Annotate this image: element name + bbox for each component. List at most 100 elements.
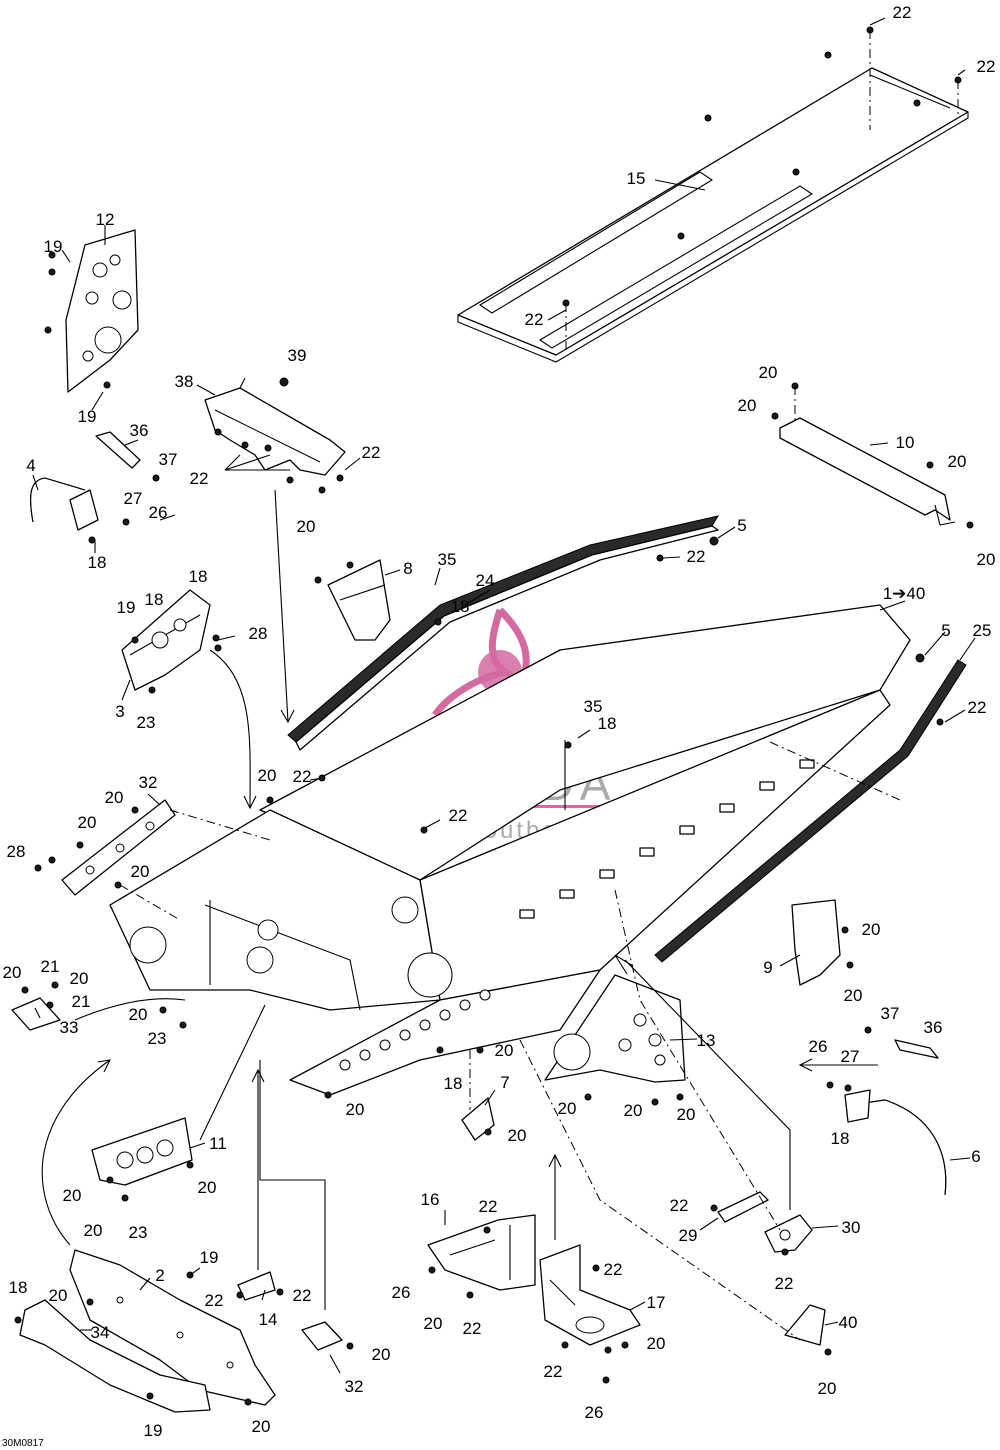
part-4-handle <box>30 431 141 531</box>
callout-label: 5 <box>941 621 950 640</box>
callout-label: 21 <box>41 957 60 976</box>
callout-label: 22 <box>362 443 381 462</box>
callout-label: 22 <box>544 1362 563 1381</box>
part-12-bracket <box>65 229 139 393</box>
callout-label: 11 <box>209 1134 227 1153</box>
callout-label: 26 <box>149 503 168 522</box>
callout-label: 21 <box>72 992 91 1011</box>
callout-label: 33 <box>60 1018 79 1037</box>
callout-label: 27 <box>124 489 143 508</box>
callout-label: 38 <box>175 372 194 391</box>
callout-label: 18 <box>831 1129 850 1148</box>
part-40-bracket <box>784 1304 826 1346</box>
callout-label: 26 <box>585 1403 604 1422</box>
callout-label: 20 <box>258 766 277 785</box>
part-30-bracket <box>764 1214 813 1253</box>
callout-label: 20 <box>677 1105 696 1124</box>
callout-label: 37 <box>159 450 178 469</box>
callout-label: 14 <box>259 1310 278 1329</box>
callout-label: 20 <box>647 1334 666 1353</box>
callout-label: 28 <box>7 842 26 861</box>
callout-label: 20 <box>558 1099 577 1118</box>
callout-label: 32 <box>139 773 158 792</box>
callout-label: 10 <box>896 433 915 452</box>
callout-label: 23 <box>129 1223 148 1242</box>
callout-label: 20 <box>252 1417 271 1436</box>
callout-label: 22 <box>687 547 706 566</box>
callout-label: 20 <box>948 452 967 471</box>
callout-label: 20 <box>862 920 881 939</box>
callout-label: 20 <box>129 1005 148 1024</box>
callout-label: 20 <box>63 1186 82 1205</box>
part-6-handle <box>844 1039 947 1196</box>
part-10-bracket <box>779 417 956 526</box>
callout-label: 28 <box>249 624 268 643</box>
part-3-bracket <box>121 589 211 691</box>
callout-label: 17 <box>647 1293 666 1312</box>
part-34-member <box>19 1299 211 1413</box>
callout-label: 22 <box>670 1196 689 1215</box>
fasteners <box>14 26 974 1406</box>
callout-label: 20 <box>49 1286 68 1305</box>
part-32-lower-bracket <box>301 1321 343 1351</box>
callout-label: 30 <box>842 1218 861 1237</box>
callout-label: 20 <box>495 1041 514 1060</box>
callout-label: 26 <box>809 1037 828 1056</box>
callout-label: 20 <box>624 1101 643 1120</box>
callout-label: 34 <box>91 1323 110 1342</box>
callout-label: 23 <box>137 713 156 732</box>
callout-label: 19 <box>200 1248 219 1267</box>
callout-label: 22 <box>479 1197 498 1216</box>
callout-label: 9 <box>763 958 772 977</box>
part-14-bracket <box>237 1271 276 1301</box>
assembly-lines <box>41 30 959 1341</box>
callout-label: 8 <box>403 559 412 578</box>
callout-label: 35 <box>438 550 457 569</box>
callout-label: 27 <box>841 1047 860 1066</box>
callout-labels: 22 22 15 22 12 19 19 39 38 22 22 20 20 1… <box>3 3 996 1440</box>
callout-label: 22 <box>977 57 996 76</box>
footrest-holes <box>339 989 491 1071</box>
callout-label: 39 <box>288 346 307 365</box>
callout-label: 23 <box>148 1029 167 1048</box>
part-38-support <box>204 377 346 476</box>
callout-label: 36 <box>130 421 149 440</box>
callout-label: 20 <box>3 963 22 982</box>
part-32-bracket <box>61 799 176 896</box>
callout-label: 22 <box>604 1260 623 1279</box>
callout-label: 35 <box>584 697 603 716</box>
part-15-plate <box>457 67 969 363</box>
callout-label: 22 <box>205 1291 224 1310</box>
callout-label: 40 <box>839 1313 858 1332</box>
callout-label: 20 <box>977 550 996 569</box>
callout-label: 36 <box>924 1018 943 1037</box>
callout-label: 20 <box>84 1221 103 1240</box>
part-9-bracket <box>791 899 841 986</box>
callout-label: 20 <box>70 969 89 988</box>
callout-label: 32 <box>345 1377 364 1396</box>
part-1-frame <box>109 604 911 1096</box>
callout-label: 20 <box>424 1314 443 1333</box>
callout-label: 18 <box>189 567 208 586</box>
part-17-bracket <box>539 1244 641 1346</box>
callout-label: 7 <box>500 1073 509 1092</box>
tunnel-vent-slots <box>519 759 815 919</box>
callout-label: 20 <box>818 1379 837 1398</box>
callout-label: 22 <box>463 1319 482 1338</box>
callout-label: 18 <box>451 597 470 616</box>
callout-label: 22 <box>449 806 468 825</box>
callout-label: 20 <box>844 986 863 1005</box>
callout-label: 18 <box>88 553 107 572</box>
callout-label: 26 <box>392 1283 411 1302</box>
callout-label: 15 <box>627 169 646 188</box>
part-11-bracket <box>91 1117 193 1186</box>
callout-label: 20 <box>346 1100 365 1119</box>
part-25-rail <box>654 659 967 963</box>
leader-lines <box>32 17 976 1374</box>
callout-label: 4 <box>26 456 35 475</box>
callout-label: 20 <box>297 517 316 536</box>
callout-label: 37 <box>881 1004 900 1023</box>
callout-label: 16 <box>421 1190 440 1209</box>
